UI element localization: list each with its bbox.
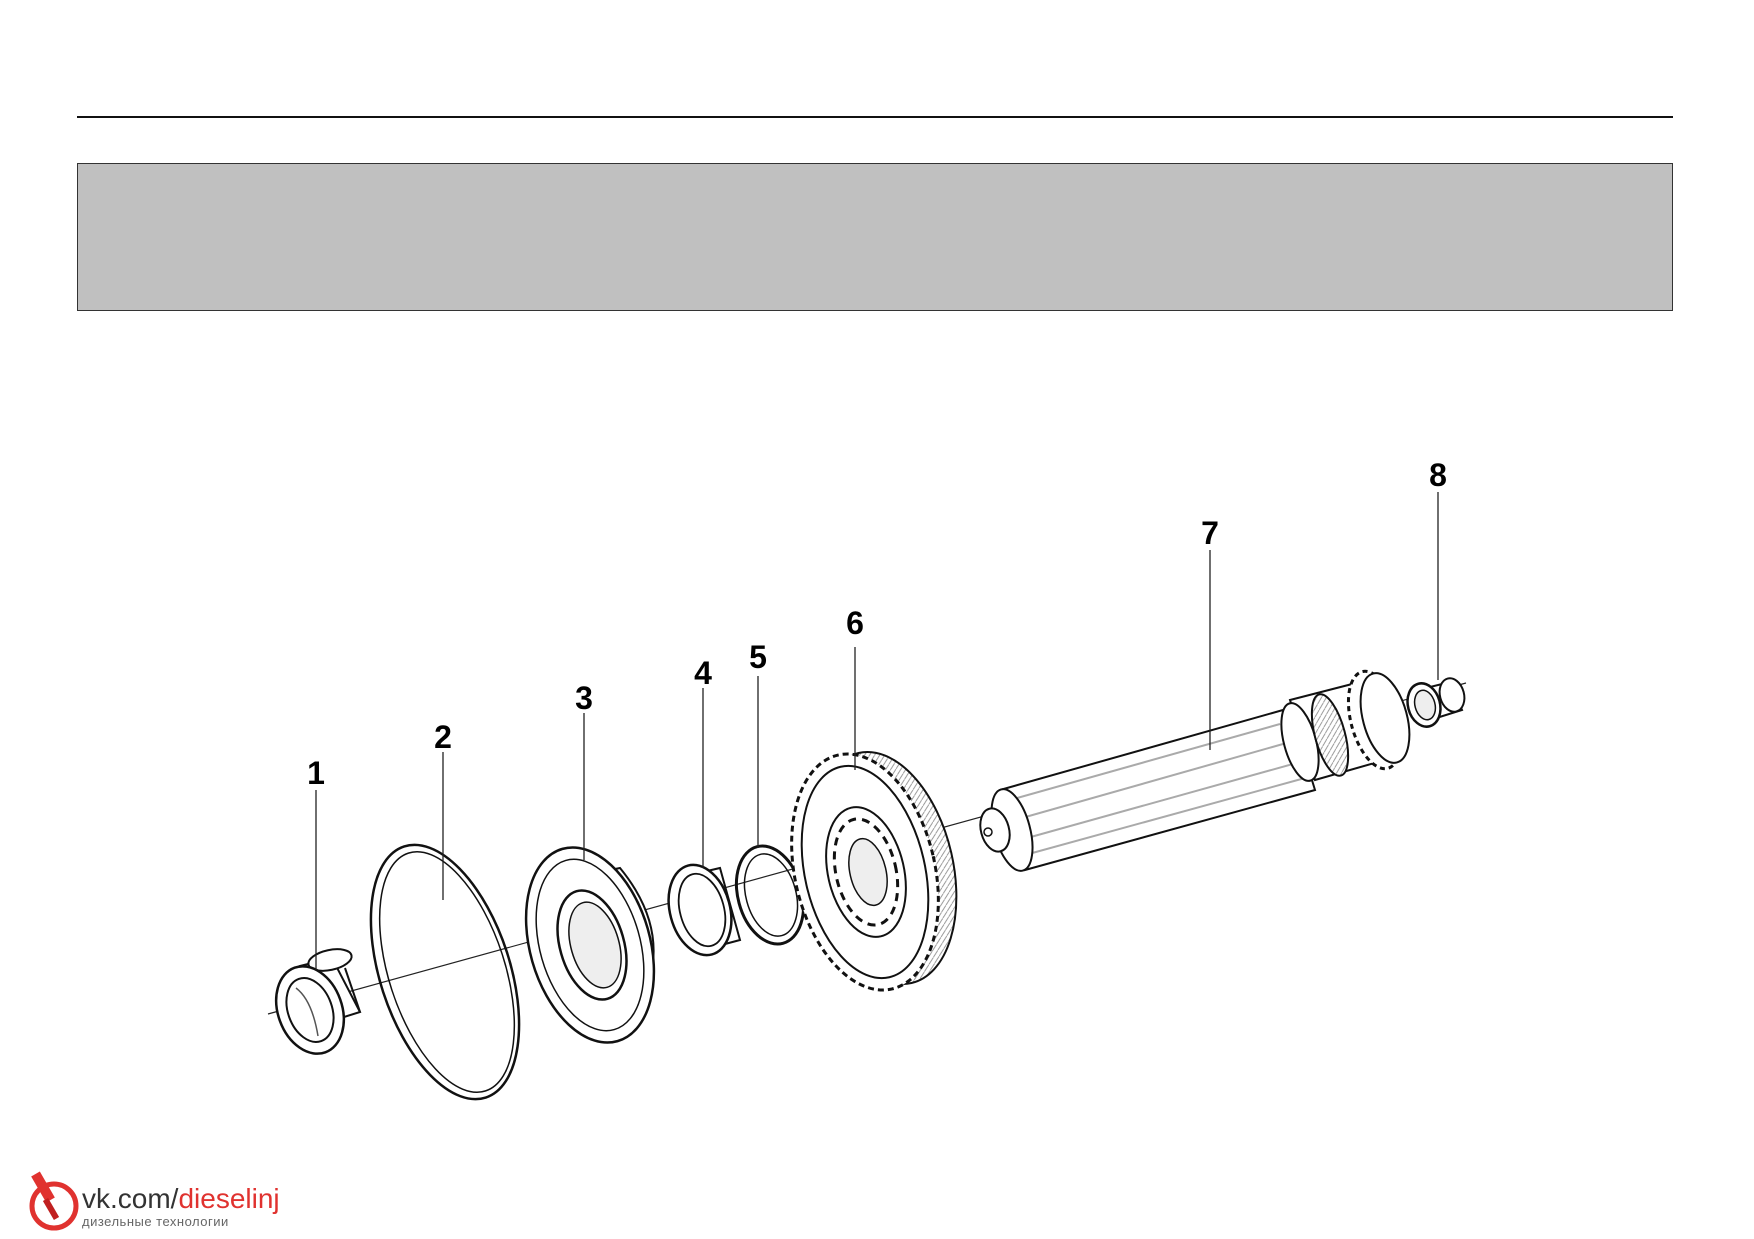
callout-8: 8 xyxy=(1429,457,1447,493)
watermark-tagline: дизельные технологии xyxy=(82,1214,229,1229)
svg-text:vk.com/dieselinj: vk.com/dieselinj xyxy=(82,1183,280,1214)
callout-2: 2 xyxy=(434,719,452,755)
watermark-site: vk.com/ xyxy=(82,1183,179,1214)
part-6-gear xyxy=(790,751,958,992)
part-7-shaft xyxy=(979,669,1411,872)
header-band xyxy=(77,163,1673,311)
part-3-bearing xyxy=(524,846,656,1044)
callout-3: 3 xyxy=(575,680,593,716)
part-4-spacer-ring xyxy=(667,863,742,957)
leader-lines xyxy=(315,492,1439,970)
top-rule xyxy=(77,116,1673,118)
callout-4: 4 xyxy=(694,655,712,691)
part-2-snap-ring xyxy=(369,843,521,1101)
part-1-bushing xyxy=(274,948,362,1055)
callout-1: 1 xyxy=(307,755,325,791)
callout-7: 7 xyxy=(1201,515,1219,551)
callout-5: 5 xyxy=(749,639,767,675)
watermark-handle: dieselinj xyxy=(178,1183,279,1214)
watermark: vk.com/dieselinj дизельные технологии xyxy=(29,1171,280,1231)
part-8-bushing xyxy=(1406,677,1466,728)
callout-6: 6 xyxy=(846,605,864,641)
injector-logo-icon xyxy=(29,1171,79,1231)
